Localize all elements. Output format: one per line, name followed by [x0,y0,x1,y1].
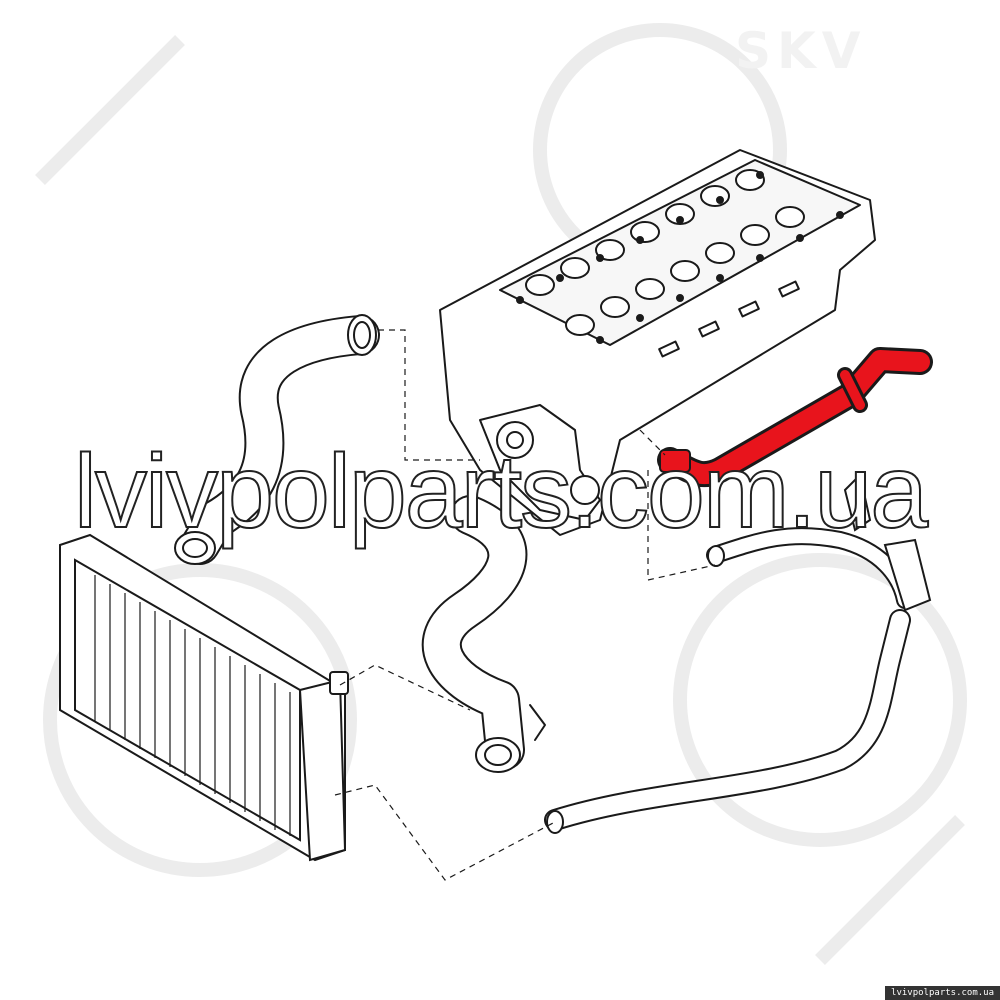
assembly-leader-lines [334,329,716,881]
footer-url: lvivpolparts.com.ua [885,986,1000,1000]
radiator [59,533,349,862]
lower-radiator-hose [421,495,546,773]
upper-radiator-hose [174,314,380,565]
heater-pipe-highlighted[interactable] [657,347,933,488]
site-watermark: lvivpolparts.com.ua [73,434,929,550]
expansion-bracket [843,473,932,612]
brand-watermark: SKV [735,22,867,80]
engine-cylinder-head [439,149,876,536]
return-hose [544,527,914,834]
